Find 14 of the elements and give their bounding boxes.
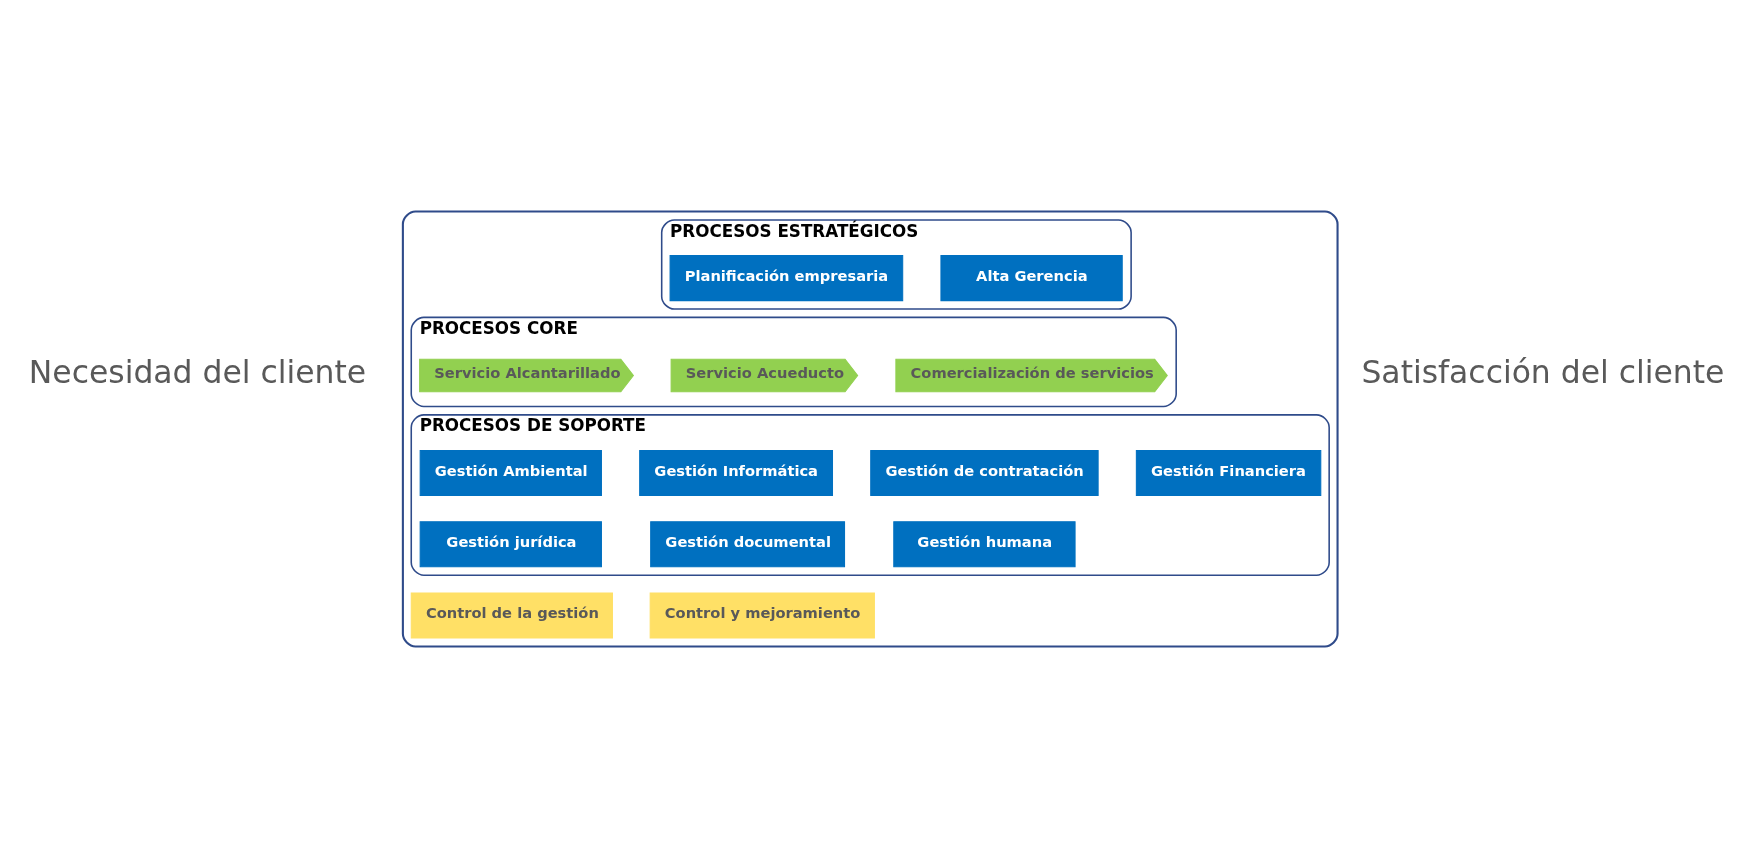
node-box: Gestión humana	[893, 521, 1076, 568]
cluster	[401, 210, 1339, 648]
node-box: Gestión Ambiental	[419, 449, 602, 497]
node-box: Gestión jurídica	[419, 521, 602, 568]
node-box: Alta Gerencia	[940, 255, 1123, 302]
node-box: Gestión documental	[650, 521, 846, 568]
label: Satisfacción del cliente	[1361, 354, 1725, 391]
node-box: Gestión de contratación	[870, 449, 1099, 497]
node-box: Gestión Financiera	[1135, 449, 1322, 497]
node-box: Control y mejoramiento	[649, 592, 875, 639]
label: Necesidad del cliente	[28, 354, 367, 391]
node-box: Planificación empresaria	[669, 255, 904, 302]
node-box: Gestión Informática	[639, 449, 833, 497]
node-box: Control de la gestión	[410, 592, 613, 639]
